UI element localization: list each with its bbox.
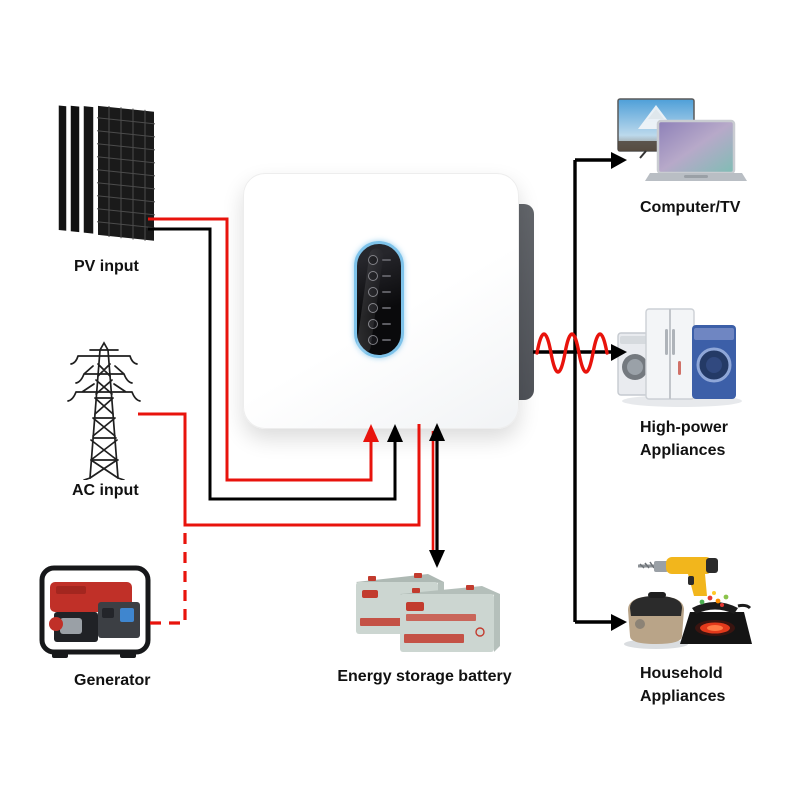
status-led-6 xyxy=(368,334,401,345)
generator-icon xyxy=(39,565,151,658)
rice-cooker xyxy=(624,592,688,649)
household-line1: Household xyxy=(640,665,723,682)
ac-input-label: AC input xyxy=(72,482,139,499)
high-power-appliances-icon xyxy=(617,308,742,407)
high-power-line1: High-power xyxy=(640,419,728,436)
household-appliances-icon xyxy=(624,557,752,649)
inverter-status-display xyxy=(354,241,404,358)
high-power-line2: Appliances xyxy=(640,442,726,459)
induction-hob xyxy=(680,591,752,644)
transmission-tower-icon xyxy=(67,341,141,480)
ac-sine-wave-icon xyxy=(535,332,609,374)
tv-and-laptop-icon xyxy=(617,98,747,181)
battery-label: Energy storage battery xyxy=(337,668,512,685)
electric-drill xyxy=(638,557,718,596)
power-socket xyxy=(120,608,134,622)
solar-panel-array-icon xyxy=(57,103,156,243)
wire-ac-red xyxy=(138,412,421,527)
battery-pair-icon xyxy=(356,573,500,652)
computer-tv-label: Computer/TV xyxy=(640,199,741,216)
washing-machine-right xyxy=(692,325,736,399)
wok xyxy=(692,602,738,614)
inverter-body xyxy=(243,173,519,429)
generator-label: Generator xyxy=(74,672,151,689)
front-panel xyxy=(96,103,156,243)
high-power-appliances-label: High-power Appliances xyxy=(640,416,728,462)
refrigerator xyxy=(645,308,695,400)
laptop xyxy=(645,119,747,181)
pv-input-label: PV input xyxy=(74,258,139,275)
frame xyxy=(39,565,151,655)
household-appliances-label: Household Appliances xyxy=(640,662,725,708)
household-line2: Appliances xyxy=(640,688,726,705)
battery-front xyxy=(400,585,500,652)
